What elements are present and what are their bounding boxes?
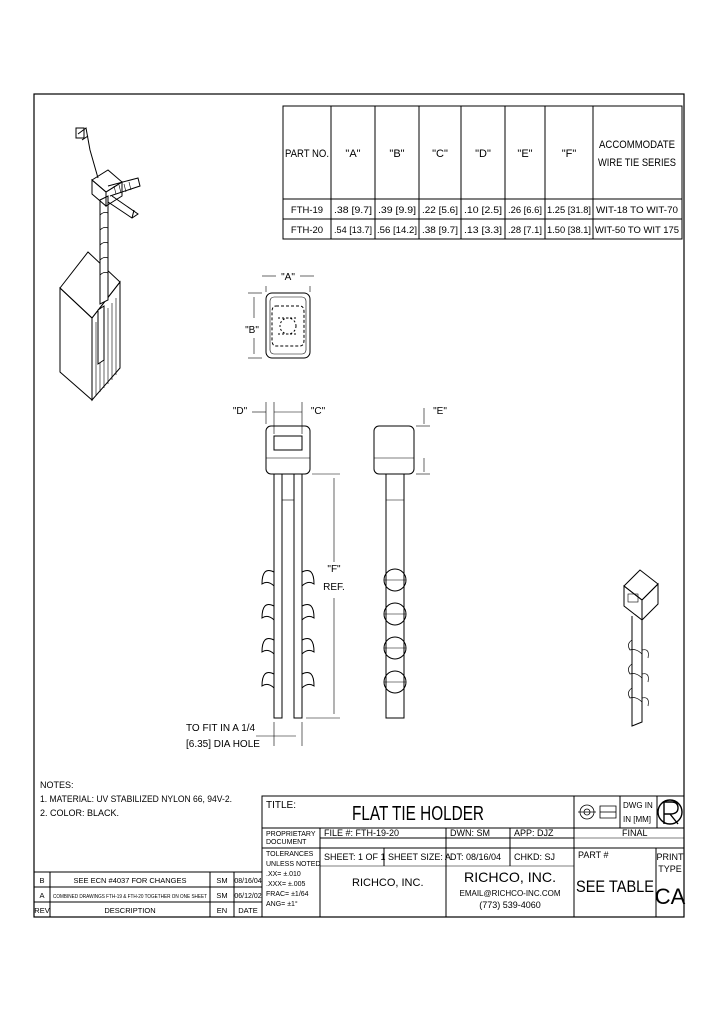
tol-line2: UNLESS NOTED (266, 861, 320, 868)
row1-part: FTH-19 (291, 205, 323, 216)
rev-a: A (39, 891, 44, 900)
row2-b: .56 [14.2] (377, 225, 417, 236)
row1-d: .10 [2.5] (464, 205, 502, 216)
dimension-table (282, 105, 683, 240)
company-name: RICHCO, INC. (464, 869, 556, 885)
rev-b-date: 08/16/04 (234, 878, 261, 885)
col-header-f: "F" (562, 148, 577, 160)
notes-line2: 2. COLOR: BLACK. (40, 808, 119, 818)
rev-header-date: DATE (238, 906, 257, 915)
rev-b-description: SEE ECN #4037 FOR CHANGES (74, 876, 187, 885)
checked-by: CHKD: SJ (514, 852, 555, 862)
top-view-drawing (248, 275, 314, 359)
col-header-accommodate: ACCOMMODATE (599, 139, 675, 151)
row1-c: .22 [5.6] (422, 205, 458, 216)
drawing-date: DT: 08/16/04 (450, 852, 501, 862)
row1-f: 1.25 [31.8] (547, 205, 591, 216)
drawing-title: FLAT TIE HOLDER (352, 803, 484, 825)
approved-by: APP: DJZ (514, 828, 554, 838)
print-type-label1: PRINT (657, 852, 685, 862)
isometric-assembly-illustration (59, 127, 141, 402)
col-header-b: "B" (389, 148, 404, 160)
drawn-by: DWN: SM (450, 828, 490, 838)
dwg-symbols (578, 804, 617, 820)
col-header-a: "A" (345, 148, 360, 160)
dim-f-label: "F" (327, 564, 341, 575)
dim-d-label: "D" (233, 406, 248, 417)
row2-a: .54 [13.7] (334, 225, 372, 236)
dim-ref-label: REF. (323, 582, 345, 593)
richco-logo (657, 799, 683, 825)
col-header-wire-tie-series: WIRE TIE SERIES (598, 157, 676, 169)
rev-header-en: EN (217, 906, 227, 915)
row2-f: 1.50 [38.1] (547, 225, 591, 236)
col-header-c: "C" (432, 148, 448, 160)
proprietary-line2: DOCUMENT (266, 839, 307, 846)
company-phone: (773) 539-4060 (479, 900, 541, 910)
print-type-label2: TYPE (658, 864, 682, 874)
row2-e: .28 [7.1] (508, 225, 542, 236)
proprietary-line1: PROPRIETARY (266, 831, 316, 838)
dim-c-label: "C" (311, 406, 326, 417)
front-view-drawing (252, 402, 340, 746)
final-label: FINAL (622, 828, 648, 838)
row1-a: .38 [9.7] (334, 205, 372, 216)
row1-b: .39 [9.9] (378, 205, 416, 216)
hole-fit-line1: TO FIT IN A 1/4 (186, 723, 256, 734)
sheet-size: SHEET SIZE: A (388, 852, 451, 862)
dim-b-label: "B" (245, 325, 259, 336)
rev-b: B (39, 876, 44, 885)
row2-part: FTH-20 (291, 225, 323, 236)
rev-a-date: 06/12/02 (234, 893, 261, 900)
col-header-d: "D" (475, 148, 491, 160)
side-view-drawing (373, 408, 430, 719)
rev-header-description: DESCRIPTION (104, 906, 155, 915)
row1-e: .26 [6.6] (508, 205, 542, 216)
row2-series: WIT-50 TO WIT 175 (595, 225, 679, 236)
row2-c: .38 [9.7] (422, 225, 458, 236)
tol-line6: ANG= ±1° (266, 900, 298, 908)
rev-header-rev: REV (34, 906, 49, 915)
in-mm-label: IN [MM] (623, 815, 651, 824)
isometric-holder-illustration (623, 569, 659, 727)
dim-e-label: "E" (433, 406, 447, 417)
col-header-e: "E" (517, 148, 532, 160)
notes-title: NOTES: (40, 780, 74, 790)
rev-a-description: COMBINED DRAWINGS FTH-19 & FTH-20 TOGETH… (53, 894, 208, 900)
title-block (261, 795, 685, 918)
rev-b-en: SM (216, 876, 227, 885)
row1-series: WIT-18 TO WIT-70 (596, 205, 678, 216)
part-number-label: PART # (578, 850, 609, 860)
print-type-value: CA (655, 884, 686, 909)
dwg-in-label: DWG IN (623, 801, 653, 810)
tol-line5: FRAC= ±1/64 (266, 891, 309, 898)
tol-line1: TOLERANCES (266, 851, 314, 858)
title-label: TITLE: (266, 800, 296, 811)
notes-line1: 1. MATERIAL: UV STABILIZED NYLON 66, 94V… (40, 794, 232, 804)
tol-line4: .XXX= ±.005 (266, 881, 306, 888)
company-name-small: RICHCO, INC. (352, 877, 424, 889)
hole-fit-line2: [6.35] DIA HOLE (186, 739, 260, 750)
col-header-part-no: PART NO. (285, 148, 329, 160)
dim-a-label: "A" (281, 272, 295, 283)
revision-block (33, 871, 263, 918)
file-number: FILE #: FTH-19-20 (324, 828, 399, 838)
rev-a-en: SM (216, 891, 227, 900)
sheet-count: SHEET: 1 OF 1 (324, 852, 386, 862)
row2-d: .13 [3.3] (464, 225, 502, 236)
company-email: EMAIL@RICHCO-INC.COM (459, 889, 560, 898)
tol-line3: .XX= ±.010 (266, 871, 301, 878)
part-number-value: SEE TABLE (576, 877, 654, 896)
